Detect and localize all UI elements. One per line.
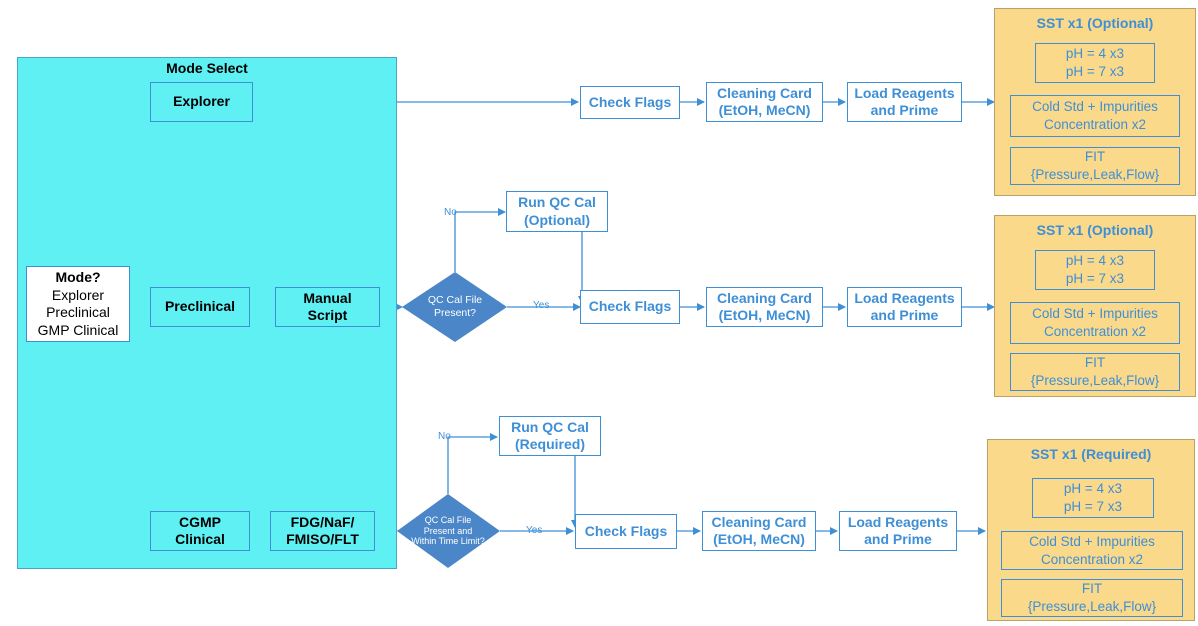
sst-panel-2: SST x1 (Optional) pH = 4 x3 pH = 7 x3 Co… <box>994 215 1196 397</box>
fit-label: FIT <box>1084 355 1106 371</box>
load-reagents-label: and Prime <box>870 102 939 118</box>
fit-box: FIT {Pressure,Leak,Flow} <box>1010 147 1180 185</box>
cgmp-clinical-box: CGMP Clinical <box>150 511 250 551</box>
check-flags-box-2: Check Flags <box>580 290 680 324</box>
fit-label: {Pressure,Leak,Flow} <box>1030 373 1160 388</box>
fit-box: FIT {Pressure,Leak,Flow} <box>1001 579 1183 617</box>
tracers-label: FMISO/FLT <box>286 531 359 547</box>
yes-edge-label-2: Yes <box>533 300 550 311</box>
manual-script-label: Manual <box>303 289 352 306</box>
fit-label: FIT <box>1081 581 1103 597</box>
cleaning-card-label: (EtOH, MeCN) <box>718 102 811 118</box>
ph-label: pH = 4 x3 <box>1063 481 1123 497</box>
load-reagents-box-2: Load Reagents and Prime <box>847 287 962 327</box>
check-flags-box-1: Check Flags <box>580 86 680 119</box>
load-reagents-label: Load Reagents <box>847 513 949 530</box>
explorer-label: Explorer <box>173 93 230 110</box>
ph-box: pH = 4 x3 pH = 7 x3 <box>1035 43 1155 83</box>
ph-label: pH = 4 x3 <box>1065 46 1125 62</box>
sst-panel-3: SST x1 (Required) pH = 4 x3 pH = 7 x3 Co… <box>987 439 1195 621</box>
ph-box: pH = 4 x3 pH = 7 x3 <box>1035 250 1155 290</box>
mode-option: GMP Clinical <box>37 321 119 338</box>
mode-option: Preclinical <box>46 304 110 320</box>
cold-std-label: Cold Std + Impurities <box>1032 99 1158 115</box>
run-qc-cal-box-2: Run QC Cal (Optional) <box>506 191 608 232</box>
run-qc-label: Run QC Cal <box>518 194 596 210</box>
mode-question: Mode? <box>55 269 101 285</box>
fit-label: {Pressure,Leak,Flow} <box>1030 167 1160 182</box>
sst-title: SST x1 (Required) <box>1030 446 1152 462</box>
load-reagents-label: and Prime <box>864 531 932 547</box>
load-reagents-label: Load Reagents <box>854 84 955 101</box>
cold-std-box: Cold Std + Impurities Concentration x2 <box>1010 95 1180 137</box>
fit-label: {Pressure,Leak,Flow} <box>1027 599 1157 614</box>
cold-std-label: Concentration x2 <box>1043 324 1147 339</box>
decision-label-3: QC Cal File Present and Within Time Limi… <box>411 514 485 547</box>
load-reagents-box-1: Load Reagents and Prime <box>847 82 962 122</box>
decision-diamond-3 <box>397 494 500 568</box>
cleaning-card-label: Cleaning Card <box>717 289 812 306</box>
cleaning-card-box-1: Cleaning Card (EtOH, MeCN) <box>706 82 823 122</box>
manual-script-label: Script <box>307 307 348 323</box>
decision-diamond-2 <box>402 272 507 342</box>
load-reagents-box-3: Load Reagents and Prime <box>839 511 957 551</box>
ph-label: pH = 4 x3 <box>1065 253 1125 269</box>
ph-label: pH = 7 x3 <box>1065 64 1125 79</box>
cleaning-card-label: (EtOH, MeCN) <box>718 307 811 323</box>
no-edge-label-3: No <box>438 431 451 442</box>
cold-std-box: Cold Std + Impurities Concentration x2 <box>1001 531 1183 570</box>
sst-title: SST x1 (Optional) <box>1036 222 1154 238</box>
fit-box: FIT {Pressure,Leak,Flow} <box>1010 353 1180 391</box>
cgmp-label: Clinical <box>175 531 225 547</box>
run-qc-label: (Optional) <box>523 211 591 228</box>
explorer-box: Explorer <box>150 82 253 122</box>
check-flags-label: Check Flags <box>588 93 672 110</box>
check-flags-label: Check Flags <box>584 522 668 539</box>
preclinical-label: Preclinical <box>164 298 236 315</box>
run-qc-label: (Required) <box>515 436 585 452</box>
cleaning-card-label: (EtOH, MeCN) <box>713 531 805 547</box>
cold-std-label: Cold Std + Impurities <box>1029 533 1155 549</box>
load-reagents-label: Load Reagents <box>854 289 955 306</box>
decision-label-2: QC Cal File Present? <box>427 294 483 319</box>
cold-std-box: Cold Std + Impurities Concentration x2 <box>1010 302 1180 344</box>
cleaning-card-label: Cleaning Card <box>711 513 807 530</box>
run-qc-label: Run QC Cal <box>511 418 589 435</box>
cleaning-card-label: Cleaning Card <box>717 84 812 101</box>
fit-label: FIT <box>1084 149 1106 165</box>
mode-select-title: Mode Select <box>166 60 248 76</box>
ph-label: pH = 7 x3 <box>1063 499 1123 514</box>
check-flags-box-3: Check Flags <box>575 514 677 549</box>
yes-edge-label-3: Yes <box>526 525 543 536</box>
cold-std-label: Concentration x2 <box>1043 117 1147 132</box>
sst-panel-1: SST x1 (Optional) pH = 4 x3 pH = 7 x3 Co… <box>994 8 1196 196</box>
manual-script-box: Manual Script <box>275 287 380 327</box>
check-flags-label: Check Flags <box>588 298 672 315</box>
tracers-box: FDG/NaF/ FMISO/FLT <box>270 511 375 551</box>
run-qc-cal-box-3: Run QC Cal (Required) <box>499 416 601 456</box>
cleaning-card-box-2: Cleaning Card (EtOH, MeCN) <box>706 287 823 327</box>
ph-box: pH = 4 x3 pH = 7 x3 <box>1032 478 1154 518</box>
tracers-label: FDG/NaF/ <box>290 513 355 530</box>
mode-decision-box: Mode? Explorer Preclinical GMP Clinical <box>26 266 130 342</box>
mode-option: Explorer <box>51 286 105 303</box>
cold-std-label: Cold Std + Impurities <box>1032 306 1158 322</box>
no-edge-label-2: No <box>444 207 457 218</box>
sst-title: SST x1 (Optional) <box>1036 15 1154 31</box>
cgmp-label: CGMP <box>179 513 221 530</box>
preclinical-box: Preclinical <box>150 287 250 327</box>
ph-label: pH = 7 x3 <box>1065 271 1125 286</box>
cleaning-card-box-3: Cleaning Card (EtOH, MeCN) <box>702 511 816 551</box>
cold-std-label: Concentration x2 <box>1040 551 1144 567</box>
load-reagents-label: and Prime <box>870 307 939 323</box>
